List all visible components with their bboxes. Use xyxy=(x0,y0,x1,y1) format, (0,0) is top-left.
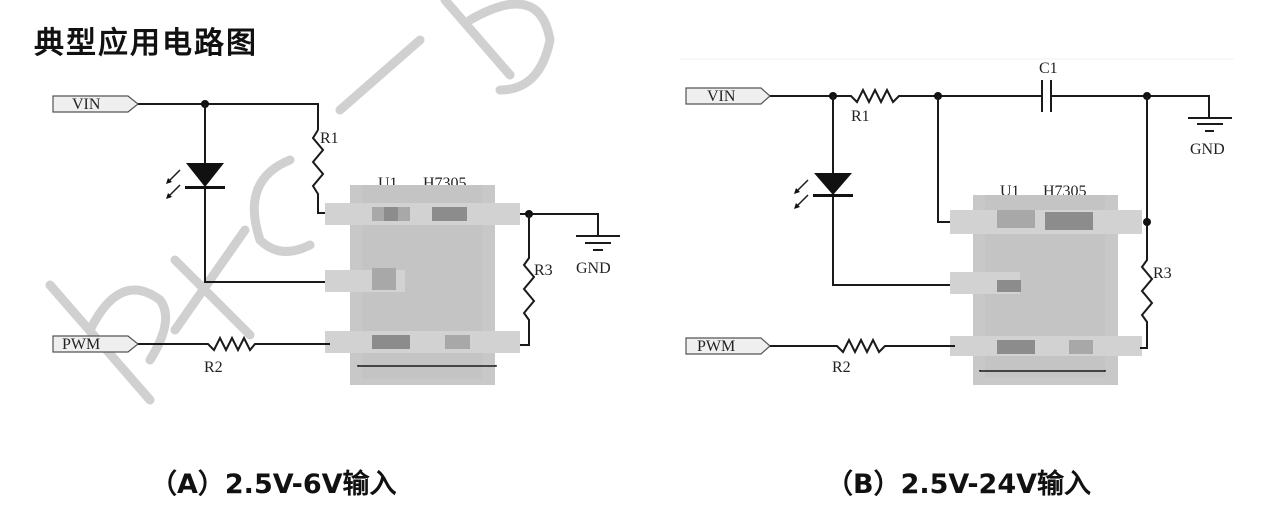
vin-port: VIN xyxy=(52,95,139,113)
r2-resistor xyxy=(138,335,330,353)
watermark-stroke xyxy=(465,0,555,95)
page-title: 典型应用电路图 xyxy=(34,26,258,61)
junction-dot xyxy=(1143,218,1151,226)
c1-label: C1 xyxy=(1039,60,1058,77)
watermark-stroke xyxy=(249,155,315,256)
pwm-label: PWM xyxy=(697,338,735,355)
led-icon xyxy=(166,163,225,199)
gnd-icon xyxy=(1188,117,1232,132)
led-icon xyxy=(794,173,853,209)
r3-label: R3 xyxy=(1153,265,1172,282)
r1-resistor xyxy=(770,87,1026,105)
gnd-icon xyxy=(576,235,620,251)
r1-label: R1 xyxy=(320,130,339,147)
watermark xyxy=(45,0,555,405)
diagram-b: VIN R1 C1 GND xyxy=(685,60,1232,385)
r2-label: R2 xyxy=(204,359,223,376)
r2-label: R2 xyxy=(832,359,851,376)
r1-resistor xyxy=(311,129,340,214)
gnd-wire xyxy=(520,213,599,236)
pwm-label: PWM xyxy=(62,336,100,353)
ic-u1: U1 H7305 xyxy=(325,175,520,385)
vin-label: VIN xyxy=(72,96,101,113)
r3-label: R3 xyxy=(534,262,553,279)
gnd-label: GND xyxy=(1190,141,1225,158)
caption-a: （A）2.5V-6V输入 xyxy=(150,469,397,500)
vin-wire xyxy=(138,103,319,130)
c1-capacitor xyxy=(1026,80,1052,112)
watermark-stroke xyxy=(440,0,515,80)
caption-b: （B）2.5V-24V输入 xyxy=(826,469,1092,500)
watermark-stroke xyxy=(85,285,171,365)
watermark-stroke xyxy=(335,35,425,115)
pwm-port: PWM xyxy=(685,337,771,355)
r3-resistor xyxy=(520,214,536,346)
led-cathode-wire xyxy=(204,189,330,283)
led-cathode-wire xyxy=(832,197,955,286)
diagram-a: VIN R1 U1 H7305 xyxy=(52,95,620,385)
vin-label: VIN xyxy=(707,88,736,105)
vin-port: VIN xyxy=(685,87,771,105)
gnd-label: GND xyxy=(576,260,611,277)
watermark-stroke xyxy=(170,225,250,335)
r1-label: R1 xyxy=(851,108,870,125)
ic-u1: U1 H7305 xyxy=(950,183,1142,385)
pwm-port: PWM xyxy=(52,335,139,353)
gnd-wire xyxy=(1051,95,1210,118)
r2-resistor xyxy=(770,337,955,355)
r1-to-ic-wire xyxy=(937,96,955,223)
watermark-stroke xyxy=(170,255,255,340)
r3-resistor xyxy=(1140,96,1154,349)
